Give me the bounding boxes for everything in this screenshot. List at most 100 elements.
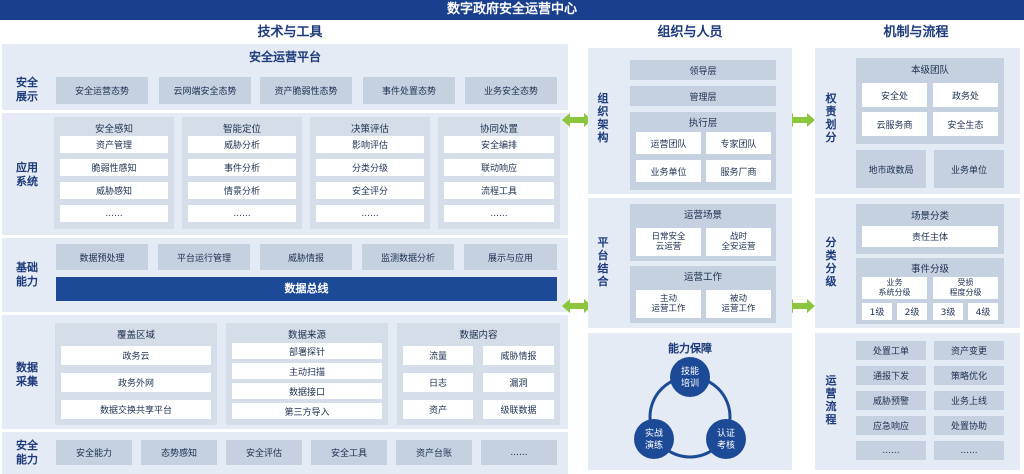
text-line: 云运营: [655, 242, 682, 252]
node-text: 认证: [717, 427, 735, 439]
ops-scene-title: 运营场景: [683, 210, 722, 221]
row-label-collect: 数据采集: [6, 355, 48, 395]
row-divider: [2, 312, 568, 315]
app-group-title: 安全感知: [94, 124, 133, 135]
row-label-line: 安全: [16, 439, 38, 452]
double-arrow-icon: [785, 113, 815, 127]
label-char: 分: [825, 236, 837, 249]
base-item: 展示与应用: [464, 244, 557, 270]
row-divider: [2, 110, 568, 113]
app-item: 脆弱性感知: [60, 159, 168, 176]
level-badge: 2级: [897, 303, 927, 320]
app-item: 威胁分析: [188, 136, 296, 153]
node-text: 考核: [717, 439, 735, 451]
column-header-org: 组织与人员: [657, 25, 723, 40]
app-item: ......: [188, 205, 296, 222]
row-label-line: 数据: [16, 361, 38, 374]
base-item: 威胁情报: [260, 244, 352, 270]
app-item: 流程工具: [444, 182, 554, 199]
cycle-node: [706, 419, 746, 459]
row-label-line: 展示: [16, 90, 38, 103]
scene-classify-title: 场景分类: [910, 211, 949, 222]
text-line: 主动: [659, 294, 677, 304]
label-char: 权: [825, 92, 837, 105]
text-line: 受损: [957, 278, 974, 287]
text-line: 被动: [729, 294, 747, 304]
cycle-node: [670, 357, 710, 397]
team-item: 云服务商: [862, 112, 927, 136]
capability-item: ......: [481, 440, 557, 465]
row-label-line: 能力: [16, 275, 38, 288]
label-char: 台: [597, 249, 609, 262]
base-item: 平台运行管理: [158, 244, 250, 270]
app-group-title: 协同处置: [479, 124, 518, 135]
ops-work-title: 运营工作: [683, 272, 722, 283]
scene-item-daily: 日常安全云运营: [636, 228, 701, 256]
team-item: 安全处: [862, 83, 927, 107]
team-item: 政务处: [933, 83, 998, 107]
row-label-display: 安全展示: [6, 70, 48, 110]
collect-content-title: 数据内容: [459, 330, 498, 341]
process-item: 处置协助: [934, 416, 1004, 435]
app-item: 分类分级: [316, 159, 424, 176]
label-char: 程: [825, 413, 837, 426]
label-char: 构: [597, 131, 609, 144]
text-line: 系统分级: [878, 288, 911, 297]
node-text: 培训: [681, 377, 699, 389]
row-label-capability: 安全能力: [6, 436, 48, 470]
app-item: 安全编排: [444, 136, 554, 153]
source-item: 主动扫描: [232, 363, 382, 379]
process-item: 通报下发: [856, 366, 926, 385]
capability-item: 资产台账: [396, 440, 472, 465]
exec-item: 服务厂商: [706, 160, 771, 182]
column-header-mech: 机制与流程: [883, 25, 949, 40]
level-badge: 3级: [933, 303, 963, 320]
double-arrow-icon: [562, 113, 592, 127]
node-text: 技能: [681, 365, 699, 377]
content-item: 流量: [403, 346, 473, 365]
source-item: 数据接口: [232, 383, 382, 399]
process-item: 应急响应: [856, 416, 926, 435]
base-item: 监测数据分析: [362, 244, 454, 270]
content-item: 日志: [403, 373, 473, 392]
app-item: ......: [316, 205, 424, 222]
label-char: 划: [825, 118, 837, 131]
row-label-line: 系统: [16, 175, 38, 188]
team-item: 安全生态: [933, 112, 998, 136]
content-item: 资产: [403, 400, 473, 419]
row-label-line: 安全: [16, 76, 38, 89]
text-line: 程度分级: [949, 288, 982, 297]
display-item: 云网端安全态势: [159, 77, 251, 104]
city-bureau: 地市政数局: [856, 150, 926, 188]
process-item: 策略优化: [934, 366, 1004, 385]
label-char: 组: [597, 92, 609, 105]
label-char: 级: [825, 275, 837, 288]
process-item: ......: [856, 441, 926, 460]
content-item: 漏洞: [483, 373, 554, 392]
event-grading-title: 事件分级: [910, 264, 949, 275]
coverage-item: 政务外网: [61, 373, 211, 392]
source-item: 第三方导入: [232, 403, 382, 419]
display-item: 业务安全态势: [465, 77, 557, 104]
text-line: 运营工作: [721, 304, 756, 314]
content-item: 威胁情报: [483, 346, 554, 365]
app-item: 情景分析: [188, 182, 296, 199]
capability-item: 安全评估: [226, 440, 302, 465]
local-team-title: 本级团队: [910, 65, 949, 76]
platform-title: 安全运营平台: [248, 50, 321, 64]
app-item: 联动响应: [444, 159, 554, 176]
platform-combo-label: 平台结合: [594, 236, 612, 288]
label-char: 类: [825, 249, 837, 262]
row-divider: [2, 235, 568, 238]
text-line: 运营工作: [651, 304, 686, 314]
text-line: 日常安全: [651, 232, 686, 242]
rights-label: 权责划分: [822, 92, 840, 144]
source-item: 部署探针: [232, 343, 382, 359]
row-label-line: 应用: [16, 161, 38, 174]
label-char: 流: [825, 400, 837, 413]
exec-item: 业务单位: [636, 160, 701, 182]
coverage-item: 政务云: [61, 346, 211, 365]
ability-cycle-diagram: 技能 培训 实战 演练 认证 考核: [634, 357, 746, 459]
coverage-item: 数据交换共享平台: [61, 400, 211, 419]
text-line: 业务: [886, 278, 903, 287]
